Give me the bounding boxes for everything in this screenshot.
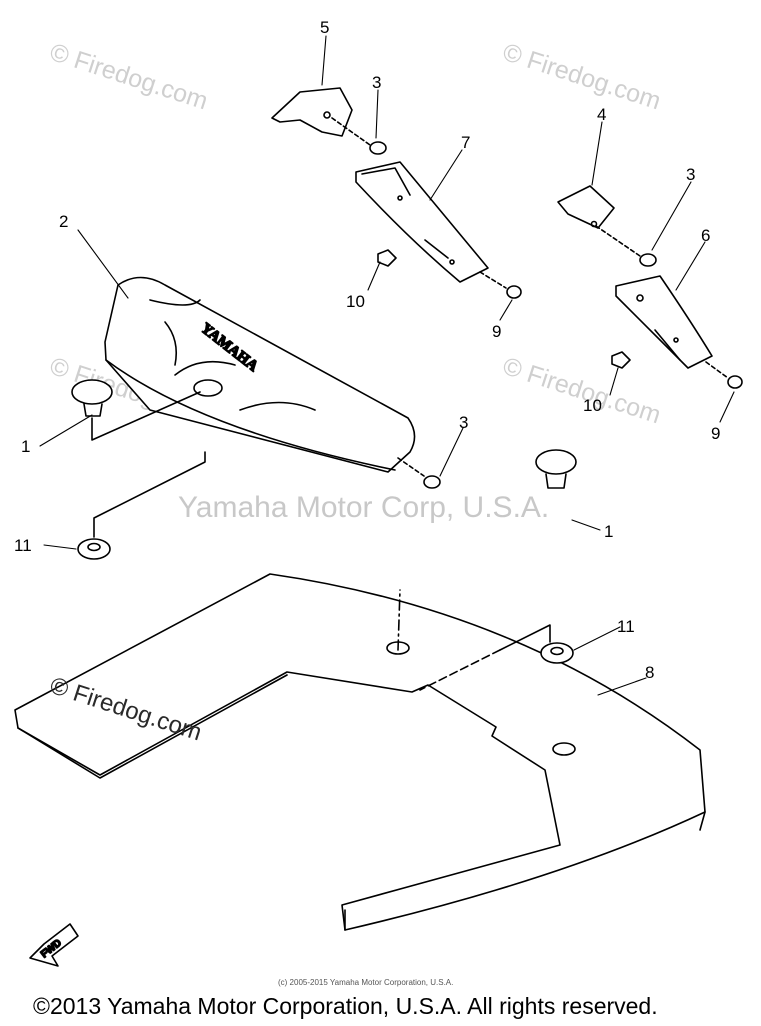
callout-1-left: 1 (21, 437, 30, 456)
fwd-arrow: FWD (29, 923, 79, 967)
callout-11-left: 11 (14, 536, 32, 555)
nut-10-right (611, 351, 631, 369)
callout-3-lower: 3 (459, 413, 468, 432)
leader-lines (39, 35, 735, 696)
grommet-11-right (419, 624, 574, 691)
callout-3-right: 3 (686, 165, 695, 184)
callout-5: 5 (320, 18, 329, 37)
footer-copyright: ©2013 Yamaha Motor Corporation, U.S.A. A… (33, 993, 658, 1019)
plug-1-left (71, 379, 201, 441)
bolt-9-left (479, 271, 522, 299)
bolt-9-right (705, 361, 743, 389)
part-7-bracket (355, 161, 489, 283)
small-copyright: (c) 2005-2015 Yamaha Motor Corporation, … (278, 978, 454, 987)
callout-1-right: 1 (604, 522, 613, 541)
callout-11-right: 11 (617, 617, 635, 636)
callout-2: 2 (59, 212, 68, 231)
callout-3-upper: 3 (372, 73, 381, 92)
part-4-clip (557, 185, 615, 229)
screw-3-upper (331, 117, 387, 155)
part-2-cover: YAMAHA (104, 276, 416, 473)
callout-7: 7 (461, 133, 470, 152)
callout-8: 8 (645, 663, 654, 682)
part-8-plate (14, 573, 706, 931)
part-5-clip (271, 87, 353, 137)
watermark-yamaha-center: Yamaha Motor Corp, U.S.A. (178, 491, 550, 524)
callout-6: 6 (701, 226, 710, 245)
callout-10-right: 10 (583, 396, 602, 415)
plug-1-right (535, 449, 577, 489)
part-6-bracket (615, 275, 713, 369)
callout-numbers: 5 3 7 4 3 2 6 10 9 10 9 1 3 1 11 11 8 (14, 18, 720, 682)
grommet-11-left (77, 451, 206, 560)
callout-9-right: 9 (711, 424, 720, 443)
callout-9-left: 9 (492, 322, 501, 341)
screw-3-lower (397, 457, 441, 489)
nut-10-left (377, 249, 397, 267)
callout-4: 4 (597, 105, 606, 124)
callout-10-left: 10 (346, 292, 365, 311)
screw-3-right (595, 225, 657, 267)
